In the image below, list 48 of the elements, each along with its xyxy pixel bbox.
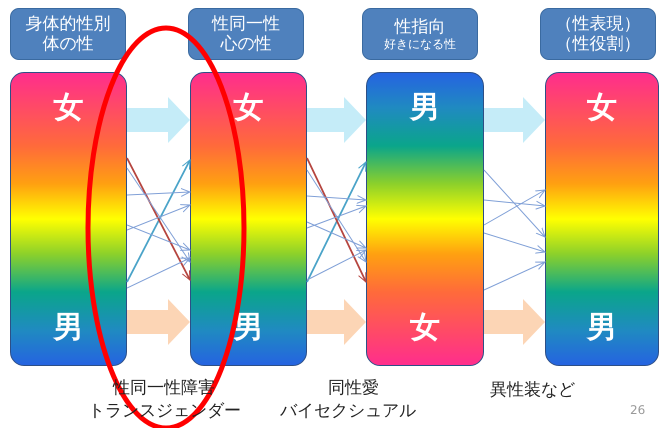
bar-label: 女 [232,93,264,123]
bar-label: 男 [586,313,618,343]
arrow [484,170,546,238]
gradient-bar [545,72,659,366]
header-box [362,8,478,60]
gradient-bar [10,72,127,366]
bar-label: 男 [52,313,84,343]
arrow [126,204,190,230]
arrow [127,299,190,345]
header-text: （性表現） [556,14,640,34]
gradient-bar [366,72,484,366]
header-box [10,8,126,60]
page-number: 26 [630,403,646,418]
bar-label: 女 [586,93,618,123]
header-text: 心の性 [220,34,272,54]
bar-label: 女 [52,93,84,123]
gradient-bar [190,72,307,366]
header-text: 好きになる性 [384,37,456,52]
header-box [540,8,656,60]
arrow [306,170,366,262]
header-text: 体の性 [42,34,94,54]
arrow [307,299,366,345]
bar-label: 女 [409,313,441,343]
bar-label: 男 [408,93,441,123]
arrow [306,194,366,204]
arrow [126,168,190,262]
header-text: 性指向 [394,16,446,37]
header-text: （性役割） [556,34,640,54]
arrow [484,232,546,254]
caption-text: 異性装など [490,380,575,400]
arrow [307,97,366,143]
arrow [484,262,546,290]
arrow [127,97,190,143]
arrow [484,97,545,143]
arrow [126,224,190,251]
caption-text: 同性愛 [328,378,379,398]
arrow [126,188,190,197]
caption-text: バイセクシュアル [280,401,416,422]
arrow [306,250,366,280]
arrow [484,299,545,345]
header-text: 身体的性別 [26,14,110,34]
header-text: 性同一性 [212,14,280,34]
header-box [188,8,304,60]
arrow [484,190,546,226]
arrow [126,258,190,288]
arrow [306,222,366,249]
arrow [484,200,546,210]
arrow [306,204,366,228]
